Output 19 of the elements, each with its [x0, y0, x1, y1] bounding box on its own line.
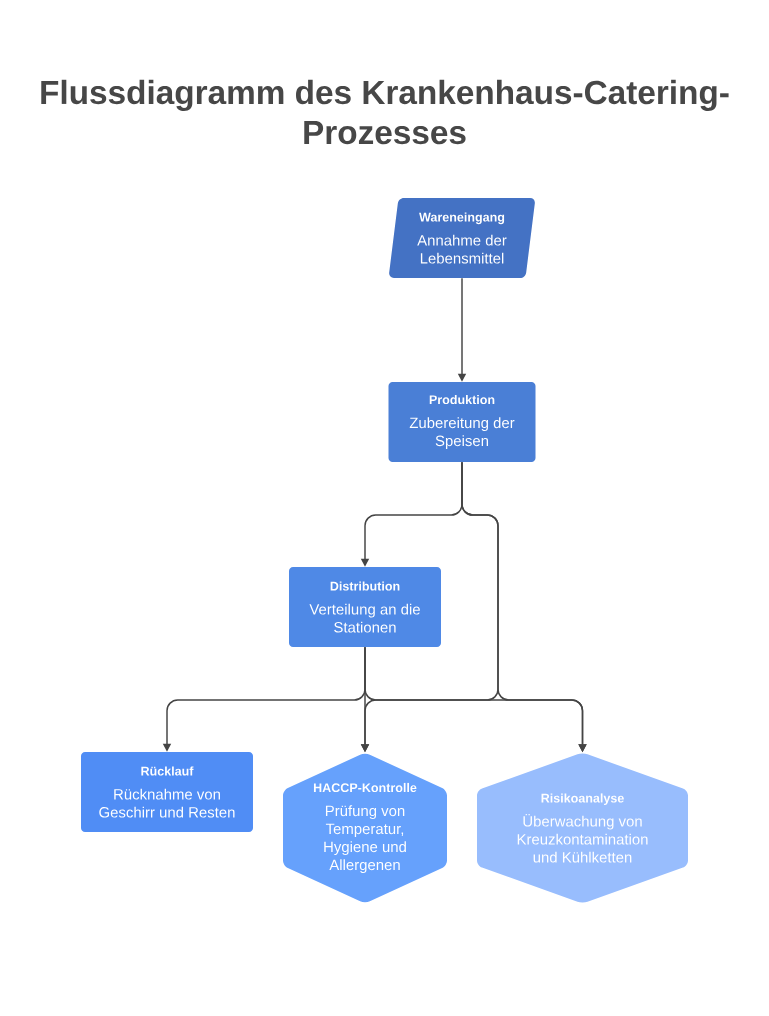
hexagon-node [477, 753, 688, 903]
parallelogram-node [389, 198, 535, 278]
node-text: Zubereitung der Speisen [409, 417, 515, 450]
node-text: Überwachung von Kreuzkontamination und Kühlketten [517, 813, 648, 863]
node-text: Prüfung von Temperatur, Hygiene und Allergenen [324, 805, 406, 874]
process-box [388, 382, 536, 462]
node-heading: HACCP-Kontrolle [313, 782, 417, 793]
process-box [289, 567, 441, 647]
hexagon-node [283, 753, 447, 903]
process-box [81, 752, 253, 832]
title: Flussdiagramm des Krankenhaus-Catering-Prozesses [41, 79, 729, 145]
node-text: Rücknahme von Geschirr und Resten [99, 788, 235, 818]
node-heading: Risikoanalyse [541, 793, 624, 806]
node-heading: Produktion [429, 394, 495, 405]
node-text: Verteilung an die Stationen [309, 603, 420, 633]
node-text: Annahme der Lebensmittel [417, 234, 507, 264]
node-heading: Distribution [330, 581, 400, 591]
node-heading: Wareneingang [419, 212, 505, 225]
node-heading: Rücklauf [141, 766, 194, 776]
